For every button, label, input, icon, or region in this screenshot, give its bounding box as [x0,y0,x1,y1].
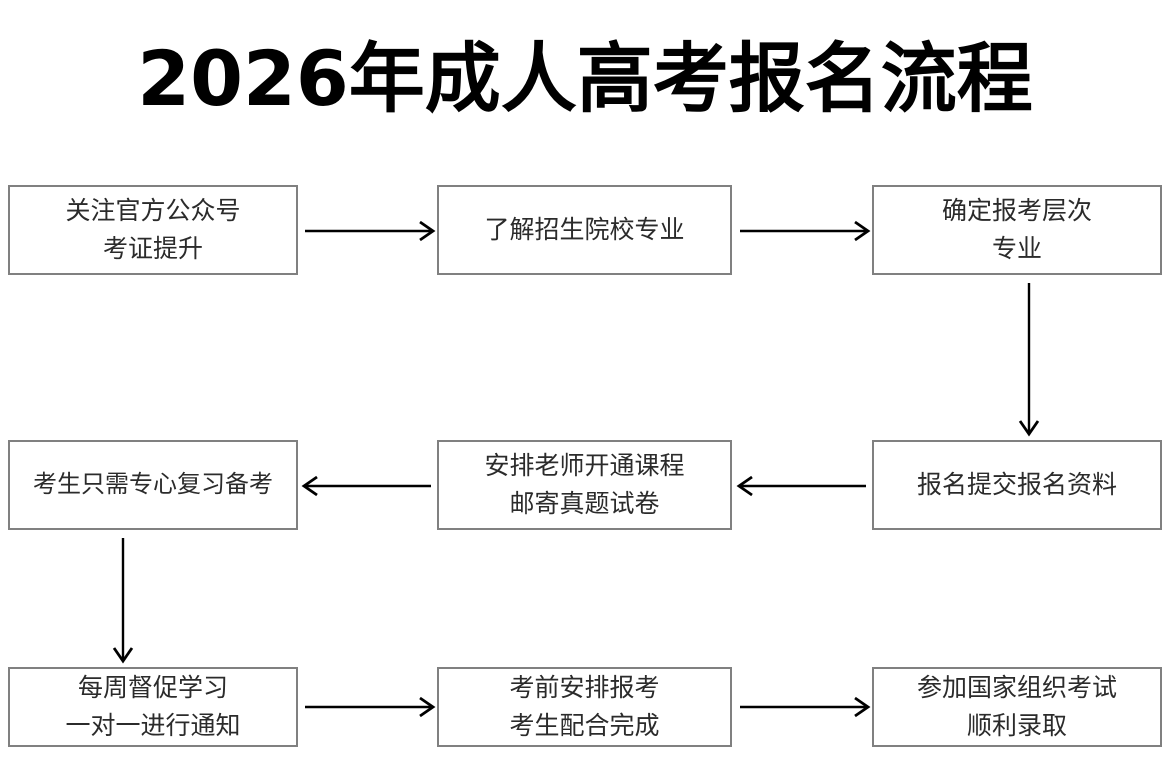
arrow-n6-to-n7 [112,538,134,664]
flow-node-confirm-level-major[interactable]: 确定报考层次 专业 [872,185,1162,275]
flow-node-line: 邮寄真题试卷 [509,490,660,518]
arrow-n4-to-n5 [736,475,866,497]
flow-node-pre-exam-arrangement[interactable]: 考前安排报考 考生配合完成 [437,667,732,747]
flow-node-line: 考生只需专心复习备考 [33,471,273,498]
flow-node-line: 每周督促学习 [77,674,228,702]
page-title: 2026年成人高考报名流程 [137,34,1033,123]
flow-node-line: 一对一进行通知 [65,712,241,740]
flow-node-line: 安排老师开通课程 [484,452,685,480]
flow-node-line: 确定报考层次 [941,197,1092,225]
flow-node-line: 关注官方公众号 [65,197,241,225]
flow-node-line: 顺利录取 [966,712,1067,740]
arrow-n2-to-n3 [740,220,871,242]
flow-node-line: 专业 [991,235,1042,263]
flow-node-line: 了解招生院校专业 [484,216,685,244]
arrow-n3-to-n4 [1018,283,1040,437]
flow-node-take-national-exam[interactable]: 参加国家组织考试 顺利录取 [872,667,1162,747]
flow-node-weekly-supervision[interactable]: 每周督促学习 一对一进行通知 [8,667,298,747]
arrow-n8-to-n9 [740,696,871,718]
flow-node-submit-registration-materials[interactable]: 报名提交报名资料 [872,440,1162,530]
flow-node-line: 考前安排报考 [509,674,660,702]
flow-node-focus-on-review[interactable]: 考生只需专心复习备考 [8,440,298,530]
arrow-n7-to-n8 [305,696,436,718]
flow-node-learn-schools-majors[interactable]: 了解招生院校专业 [437,185,732,275]
arrow-n5-to-n6 [301,475,431,497]
arrow-n1-to-n2 [305,220,436,242]
flow-node-line: 报名提交报名资料 [916,471,1117,499]
flow-node-line: 参加国家组织考试 [916,674,1117,702]
flow-node-follow-official-account[interactable]: 关注官方公众号 考证提升 [8,185,298,275]
flow-node-line: 考证提升 [102,235,203,263]
flow-node-teacher-course-and-papers[interactable]: 安排老师开通课程 邮寄真题试卷 [437,440,732,530]
flow-node-line: 考生配合完成 [509,712,660,740]
